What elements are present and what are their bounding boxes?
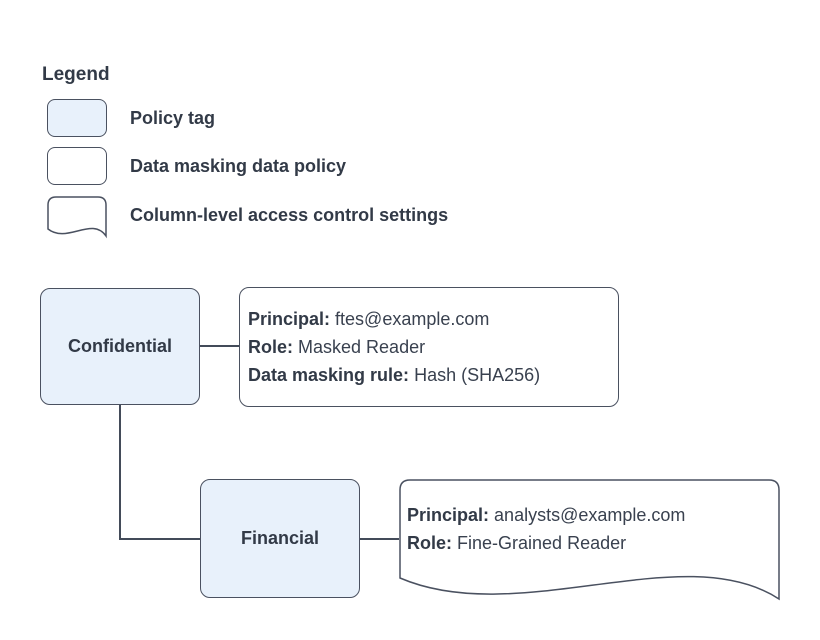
policy-tag-label-financial: Financial: [240, 528, 320, 548]
column-access-settings-document-shape: [399, 479, 780, 601]
policy-tag-node-financial: Financial: [200, 479, 360, 598]
connector-confidential-to-policy: [200, 345, 239, 347]
masking-policy-rule-line: Data masking rule: Hash (SHA256): [248, 361, 618, 389]
connector-confidential-to-financial-horizontal: [119, 538, 201, 540]
policy-tag-label-confidential: Confidential: [68, 336, 172, 356]
legend-label-column-access: Column-level access control settings: [130, 205, 449, 225]
legend-label-policy-tag: Policy tag: [130, 108, 216, 128]
legend-swatch-data-policy: [47, 147, 107, 185]
legend-swatch-policy-tag: [47, 99, 107, 137]
legend-label-data-policy: Data masking data policy: [130, 156, 347, 176]
connector-financial-to-settings: [360, 538, 399, 540]
data-masking-policy-box: Principal: ftes@example.com Role: Masked…: [239, 287, 619, 407]
masking-policy-principal-label: Principal:: [248, 309, 331, 329]
masking-policy-rule-label: Data masking rule:: [248, 365, 410, 385]
access-settings-role-value: Fine-Grained Reader: [457, 533, 627, 553]
access-settings-principal-value: analysts@example.com: [494, 505, 686, 525]
access-settings-principal-line: Principal: analysts@example.com: [407, 501, 685, 529]
legend-title: Legend: [42, 64, 110, 85]
masking-policy-role-value: Masked Reader: [298, 337, 426, 357]
access-settings-role-label: Role:: [407, 533, 452, 553]
column-access-settings-text: Principal: analysts@example.com Role: Fi…: [407, 501, 685, 557]
masking-policy-rule-value: Hash (SHA256): [414, 365, 541, 385]
masking-policy-role-label: Role:: [248, 337, 293, 357]
masking-policy-principal-value: ftes@example.com: [335, 309, 490, 329]
connector-confidential-to-financial-vertical: [119, 405, 121, 539]
masking-policy-principal-line: Principal: ftes@example.com: [248, 305, 618, 333]
access-settings-role-line: Role: Fine-Grained Reader: [407, 529, 685, 557]
masking-policy-role-line: Role: Masked Reader: [248, 333, 618, 361]
legend-swatch-document-shape: [47, 196, 107, 239]
policy-tag-node-confidential: Confidential: [40, 288, 200, 405]
access-settings-principal-label: Principal:: [407, 505, 490, 525]
